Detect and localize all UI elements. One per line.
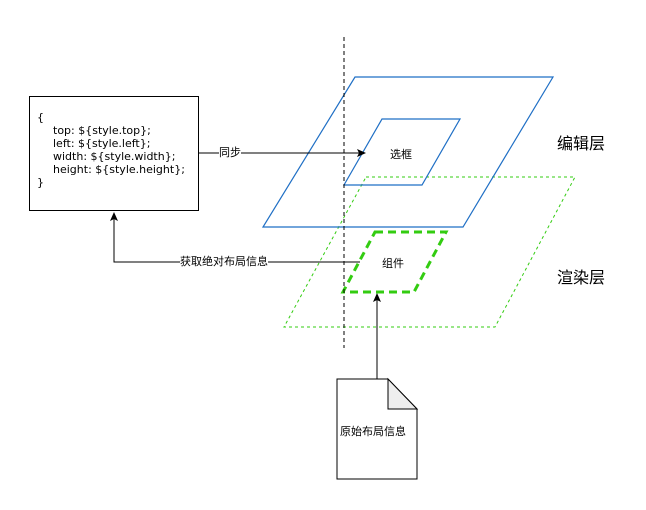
code-line: } <box>37 176 44 189</box>
edit-layer-label: 编辑层 <box>557 134 606 153</box>
style-code-box[interactable]: { top: ${style.top}; left: ${style.left}… <box>29 96 199 211</box>
get-layout-label: 获取绝对布局信息 <box>180 255 268 268</box>
code-line: top: ${style.top}; <box>53 124 151 137</box>
edit-layer-plane <box>261 76 555 228</box>
code-line: { <box>37 111 44 124</box>
render-layer-label: 渲染层 <box>557 268 606 287</box>
selection-box-shape[interactable] <box>342 118 462 186</box>
document-fold-icon <box>387 377 419 410</box>
code-line: left: ${style.left}; <box>53 137 151 150</box>
get-layout-arrow <box>110 212 360 263</box>
component-label: 组件 <box>382 257 404 270</box>
code-line: width: ${style.width}; <box>53 150 176 163</box>
sync-label: 同步 <box>219 146 241 159</box>
code-line: height: ${style.height}; <box>53 163 185 176</box>
original-layout-label: 原始布局信息 <box>340 425 406 438</box>
selection-box-label: 选框 <box>390 148 412 161</box>
render-layer-plane <box>283 176 576 328</box>
original-layout-document[interactable] <box>336 377 419 480</box>
